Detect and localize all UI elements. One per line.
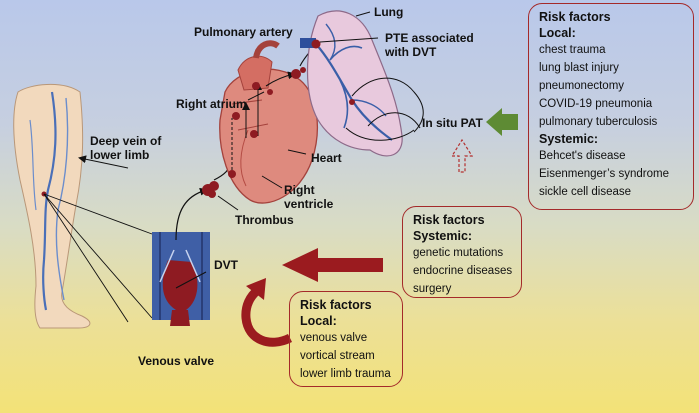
thrombus-clump — [202, 181, 219, 198]
risk-box-pat-title: Risk factors — [539, 10, 611, 24]
risk-box-local: Risk factors Local: venous valve vortica… — [289, 291, 403, 387]
list-item: Eisenmenger’s syndrome — [539, 168, 669, 180]
risk-box-local-heading: Local: — [300, 314, 337, 328]
label-right-atrium: Right atrium — [176, 97, 247, 111]
zoom-lines — [43, 155, 153, 323]
leader-lines — [175, 11, 424, 289]
list-item: genetic mutations — [413, 247, 504, 259]
label-dvt: DVT — [214, 258, 238, 272]
list-item: pulmonary tuberculosis — [539, 116, 658, 128]
label-pte-line2: with DVT — [385, 45, 437, 59]
label-deep-vein-line1: Deep vein of — [90, 134, 162, 148]
list-item: lung blast injury — [539, 62, 619, 74]
list-item: pneumonectomy — [539, 80, 625, 92]
list-item: COVID-19 pneumonia — [539, 98, 653, 110]
dvt-arrow — [282, 248, 383, 282]
label-right-ventricle-line2: ventricle — [284, 197, 334, 211]
risk-box-systemic: Risk factors Systemic: genetic mutations… — [402, 206, 522, 298]
green-arrow — [486, 108, 518, 136]
risk-box-local-title: Risk factors — [300, 298, 372, 312]
risk-box-pat-local: Local: — [539, 26, 576, 40]
list-item: surgery — [413, 283, 452, 295]
lung-illustration — [300, 10, 403, 157]
list-item: vortical stream — [300, 350, 375, 362]
label-pte-line1: PTE associated — [385, 31, 474, 45]
curved-arrow-head — [246, 278, 266, 300]
heart-illustration — [219, 40, 318, 204]
risk-box-pat-systemic: Systemic: — [539, 132, 599, 146]
list-item: lower limb trauma — [300, 368, 391, 380]
label-lung: Lung — [374, 5, 404, 19]
label-thrombus: Thrombus — [235, 213, 294, 227]
list-item: endocrine diseases — [413, 265, 513, 277]
label-heart: Heart — [311, 151, 342, 165]
list-item: chest trauma — [539, 44, 606, 56]
risk-box-systemic-title: Risk factors — [413, 213, 485, 227]
risk-box-pat: Risk factors Local: chest trauma lung bl… — [528, 3, 694, 210]
list-item: venous valve — [300, 332, 368, 344]
label-deep-vein-line2: lower limb — [90, 148, 150, 162]
label-in-situ-pat: In situ PAT — [422, 116, 483, 130]
risk-box-systemic-heading: Systemic: — [413, 229, 473, 243]
vein-zoom — [152, 232, 210, 326]
label-pulmonary-artery: Pulmonary artery — [194, 25, 293, 39]
label-right-ventricle-line1: Right — [284, 183, 315, 197]
label-venous-valve: Venous valve — [138, 354, 215, 368]
dashed-up-arrow — [450, 138, 474, 173]
list-item: sickle cell disease — [539, 186, 632, 198]
list-item: Behcet's disease — [539, 150, 626, 162]
